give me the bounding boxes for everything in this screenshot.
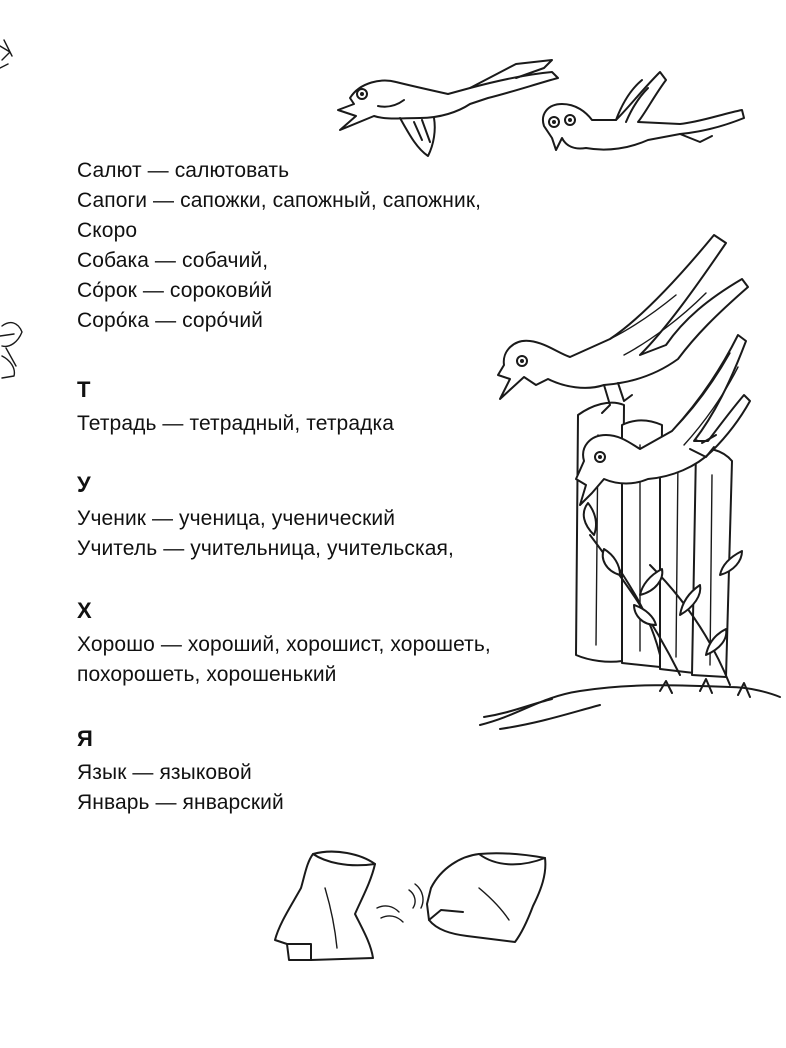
- entry-line: Ученик — ученица, ученический: [77, 507, 396, 530]
- section-h-entries: Хорошо — хороший, хорошист, хорошеть, по…: [77, 630, 491, 690]
- section-letter-t: Т: [77, 377, 91, 402]
- entry-line: Соро́ка — соро́чий: [77, 309, 263, 332]
- section-ya-entries: Язык — языковой Январь — январский: [77, 758, 284, 818]
- boots-illustration: [274, 850, 547, 961]
- entry-line: Салют — салютовать: [77, 159, 290, 182]
- section-t-entries: Тетрадь — тетрадный, тетрадка: [77, 409, 394, 439]
- entry-line: Скоро: [77, 219, 138, 242]
- section-letter-ya: Я: [77, 726, 93, 751]
- entry-line: Январь — январский: [77, 791, 284, 814]
- magpies-on-fence-illustration: [479, 234, 781, 730]
- section-letter-h: Х: [77, 598, 92, 623]
- entry-line: Сапоги — сапожки, сапожный, сапожник,: [77, 189, 482, 212]
- section-u-entries: Ученик — ученица, ученический Учитель — …: [77, 504, 454, 564]
- left-edge-fragment-illustration: [0, 39, 23, 379]
- section-s-entries: Салют — салютовать Сапоги — сапожки, сап…: [77, 156, 481, 336]
- entry-line: Учитель — учительница, учительская,: [77, 537, 454, 560]
- entry-line: Хорошо — хороший, хорошист, хорошеть,: [77, 633, 491, 656]
- entry-line: Тетрадь — тетрадный, тетрадка: [77, 412, 394, 435]
- entry-line: Язык — языковой: [77, 761, 252, 784]
- entry-line: похорошеть, хорошенький: [77, 663, 337, 686]
- entry-line: Собака — собачий,: [77, 249, 269, 272]
- entry-line: Со́рок — сорокови́й: [77, 279, 273, 302]
- section-letter-u: У: [77, 472, 91, 497]
- flying-magpies-illustration: [337, 59, 745, 157]
